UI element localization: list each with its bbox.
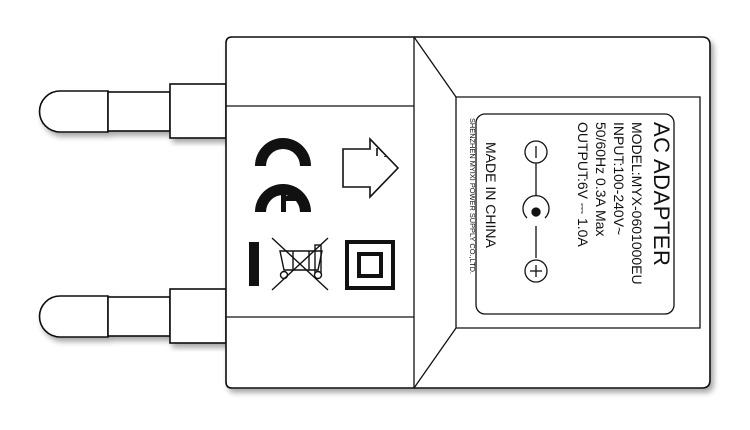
- ce-mark-icon: [255, 138, 311, 212]
- label-output: OUTPUT:6V ⎓ 1.0A: [575, 122, 591, 247]
- label-model: MODEL:MYX-0601000EU: [629, 122, 645, 285]
- label-plate: [475, 113, 675, 315]
- label-title: AC ADAPTER: [649, 122, 674, 266]
- label-made-in: MADE IN CHINA: [483, 142, 499, 248]
- body-lines: [226, 36, 701, 389]
- bottom-pin: [38, 288, 227, 344]
- label-text-block: AC ADAPTER MODEL:MYX-0601000EU INPUT:100…: [468, 118, 674, 285]
- weee-bar: [249, 242, 259, 286]
- label-manufacturer: SHENZHEN MYIXI POWER SUPPLY CO.,LTD.: [468, 118, 477, 274]
- top-pin: [38, 83, 227, 139]
- label-frequency: 50/60Hz 0.3A Max: [593, 122, 609, 236]
- polarity-diagram-icon: [522, 140, 550, 283]
- double-insulation-square-icon: [345, 240, 395, 290]
- label-input: INPUT:100-240V~: [611, 122, 627, 235]
- weee-crossed-bin-icon: [271, 237, 329, 291]
- indoor-use-house-icon: [342, 137, 400, 199]
